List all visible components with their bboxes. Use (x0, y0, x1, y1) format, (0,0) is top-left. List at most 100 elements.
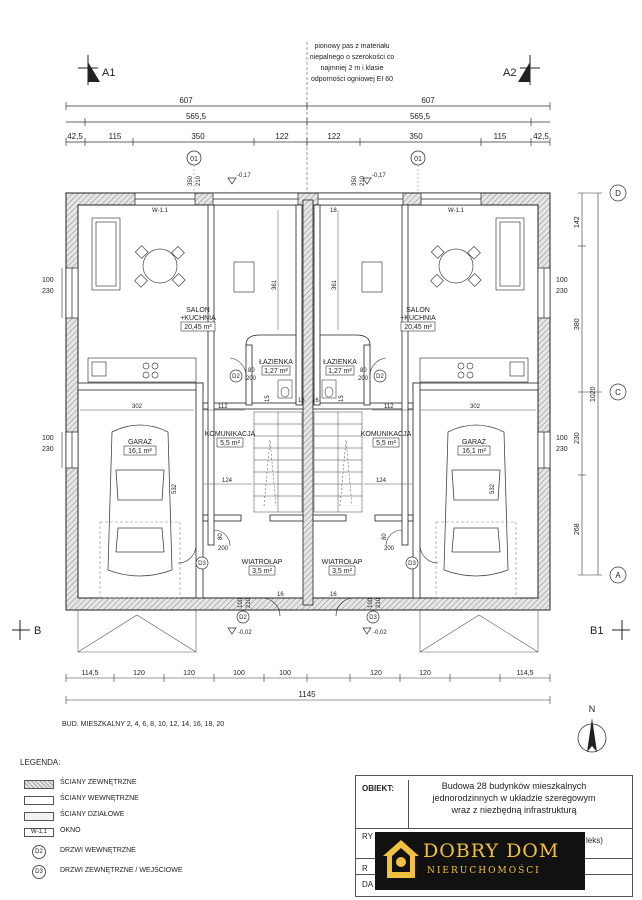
svg-text:200: 200 (358, 376, 369, 382)
svg-text:100: 100 (556, 435, 568, 442)
svg-text:230: 230 (556, 288, 568, 295)
svg-text:112: 112 (218, 404, 228, 410)
car-left (107, 424, 173, 577)
svg-text:230: 230 (42, 288, 54, 295)
svg-text:607: 607 (179, 96, 193, 105)
legend-partition-walls: ŚCIANY DZIAŁOWE (20, 810, 340, 824)
svg-text:100: 100 (368, 597, 374, 608)
svg-text:-0,17: -0,17 (372, 173, 386, 179)
title-block: OBIEKT: Budowa 28 budynków mieszkalnych … (355, 775, 633, 897)
axis-marker-01-left: 01 (186, 150, 202, 193)
svg-text:361: 361 (332, 279, 338, 290)
interior-walls-right (312, 204, 539, 599)
svg-text:A1: A1 (102, 67, 115, 79)
svg-text:100: 100 (556, 277, 568, 284)
svg-text:D3: D3 (369, 615, 377, 621)
svg-text:120: 120 (419, 670, 431, 677)
svg-text:142: 142 (574, 216, 581, 228)
brand-logo: DOBRY DOM NIERUCHOMOŚCI (375, 832, 585, 890)
svg-text:80: 80 (218, 533, 224, 540)
svg-text:16,1 m²: 16,1 m² (128, 448, 152, 455)
north-arrow: N (577, 704, 607, 753)
side-windows (65, 267, 551, 469)
svg-text:100: 100 (42, 435, 54, 442)
svg-text:ŁAZIENKA: ŁAZIENKA (259, 359, 293, 366)
party-wall (302, 199, 314, 606)
right-window-dims: 100 230 100 230 (556, 277, 568, 453)
interior-dimensions: 361 361 302 302 112 112 124 124 532 532 … (80, 210, 536, 608)
door-swings (177, 357, 439, 617)
title-tail-text: leks) (586, 836, 603, 845)
section-mark-b: B (12, 620, 41, 640)
svg-text:GARAŻ: GARAŻ (128, 437, 153, 446)
legend-ext-walls: ŚCIANY ZEWNĘTRZNE (20, 778, 340, 792)
svg-text:SALON: SALON (406, 307, 430, 314)
fire-strip-note: pionowy pas z materiału niepalnego o sze… (310, 43, 395, 83)
svg-text:+KUCHNIA: +KUCHNIA (400, 315, 436, 322)
section-mark-a1: A1 (78, 55, 115, 85)
svg-text:16: 16 (298, 398, 305, 404)
svg-text:1,27 m²: 1,27 m² (328, 368, 352, 375)
svg-text:361: 361 (272, 279, 278, 290)
svg-text:120: 120 (370, 670, 382, 677)
door-tag-d3-right-entry: D3 (366, 610, 380, 624)
bathroom-fixtures (277, 379, 337, 399)
title-row-2: RY (362, 832, 373, 841)
svg-text:D2: D2 (232, 374, 240, 380)
svg-text:A2: A2 (503, 67, 516, 79)
top-windows (134, 192, 482, 206)
svg-text:3,5 m²: 3,5 m² (332, 568, 353, 575)
svg-text:-0,02: -0,02 (238, 630, 252, 636)
furniture-left (87, 217, 255, 383)
legend-window: W-1.1 OKNO (20, 826, 340, 840)
driveways (77, 610, 539, 653)
svg-text:80: 80 (360, 368, 367, 374)
svg-text:302: 302 (132, 404, 143, 410)
left-dimensions: 100 230 100 230 (42, 268, 63, 468)
svg-text:1020: 1020 (590, 386, 597, 402)
svg-text:80: 80 (382, 533, 388, 540)
svg-text:100: 100 (238, 597, 244, 608)
svg-text:120: 120 (183, 670, 195, 677)
svg-text:230: 230 (556, 446, 568, 453)
svg-text:210: 210 (376, 597, 382, 608)
svg-text:18: 18 (330, 208, 337, 214)
svg-text:D2: D2 (239, 615, 247, 621)
svg-text:+KUCHNIA: +KUCHNIA (180, 315, 216, 322)
svg-text:350: 350 (188, 175, 194, 186)
bud-line: BUD. MIESZKALNY 2, 4, 6, 8, 10, 12, 14, … (62, 721, 224, 728)
svg-text:D2: D2 (376, 374, 384, 380)
svg-text:268: 268 (574, 523, 581, 535)
svg-text:01: 01 (414, 156, 422, 163)
right-dimensions: 142 380 230 268 1020 (574, 192, 602, 576)
svg-text:350: 350 (409, 132, 423, 141)
garage-doors (99, 521, 517, 599)
svg-text:210: 210 (360, 175, 366, 186)
svg-text:3,5 m²: 3,5 m² (252, 568, 273, 575)
svg-text:532: 532 (490, 483, 496, 494)
bathroom-walls (245, 334, 371, 346)
svg-text:A: A (615, 571, 621, 580)
svg-text:115: 115 (109, 132, 122, 141)
svg-text:15: 15 (265, 395, 271, 402)
door-tag-d2-right-bath: D2 (373, 369, 387, 383)
svg-text:200: 200 (384, 546, 395, 552)
room-labels: SALON +KUCHNIA 20,45 m² SALON +KUCHNIA 2… (123, 307, 491, 576)
brand-name: DOBRY DOM (423, 840, 560, 862)
door-tag-d2-left-bath: D2 (229, 369, 243, 383)
svg-text:15: 15 (339, 395, 345, 402)
svg-text:-0,02: -0,02 (373, 630, 387, 636)
svg-text:120: 120 (133, 670, 145, 677)
axis-marker-a: A (609, 566, 627, 584)
door-tag-d2-left-entry: D2 (236, 610, 250, 624)
svg-text:KOMUNIKACJA: KOMUNIKACJA (361, 431, 412, 438)
section-mark-a2: A2 (503, 55, 540, 85)
svg-text:D3: D3 (408, 561, 416, 567)
title-row-3: R (362, 864, 368, 873)
svg-text:D: D (615, 189, 621, 198)
top-dimensions: 607 607 565,5 565,5 42,5 115 350 122 122… (65, 96, 551, 146)
obiekt-value: Budowa 28 budynków mieszkalnych jednorod… (408, 780, 619, 828)
svg-text:80: 80 (248, 368, 255, 374)
bottom-dimensions: 114,5 120 120 100 100 120 120 114,5 1145 (65, 670, 551, 704)
door-tag-d3-left-garage: D3 (195, 556, 209, 570)
